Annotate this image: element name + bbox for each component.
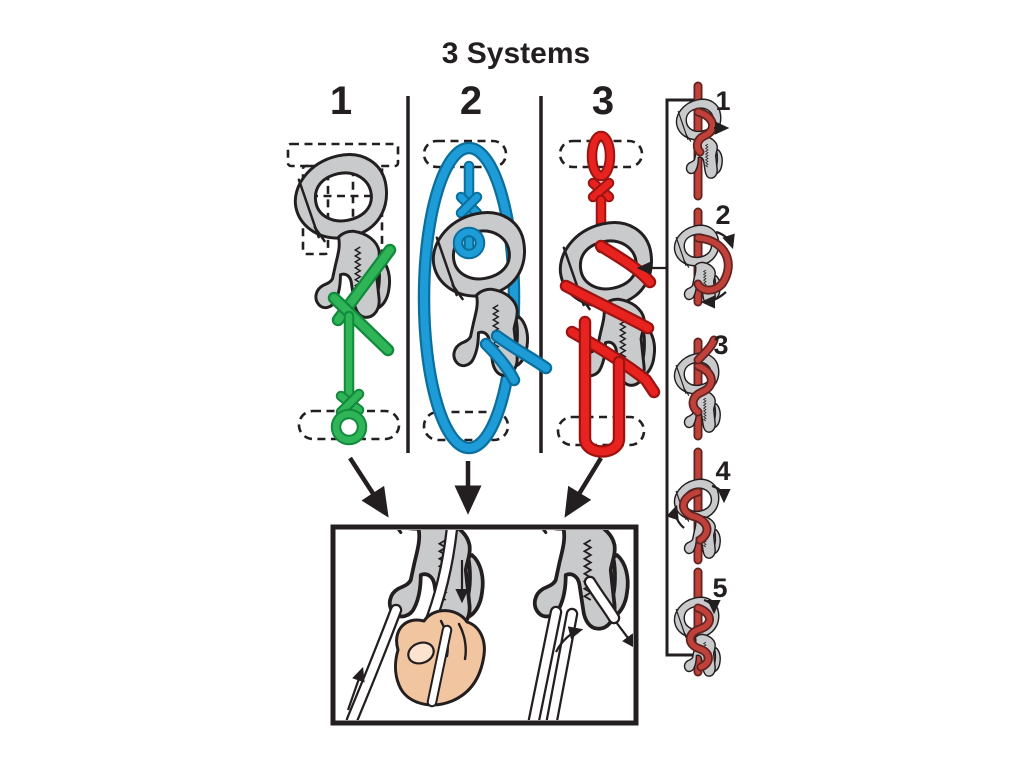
step-arrow [711,484,731,504]
system-3-arrow [564,456,603,518]
step-5-label: 5 [712,573,727,603]
detail-box [330,524,639,726]
white-rope [530,608,560,720]
green-rope [327,243,397,446]
red-rope-wraps [559,239,661,458]
top-bar-dashed [558,139,644,169]
step-1: 1 [675,81,731,201]
system-1-panel [286,142,401,446]
flip-up-arrow [555,626,584,653]
pull-closeup [345,530,486,720]
step-arrow [703,598,721,615]
step-2-label: 2 [715,200,730,230]
step-wrap [687,605,713,670]
step-4: 4 [666,447,731,565]
system-1-label: 1 [330,79,352,123]
white-rope-in-hand [428,626,451,706]
system-1-arrow [348,456,389,518]
side-steps-panel: 1 2 3 4 [636,81,735,677]
step-wrap [680,489,710,543]
figure9-device [293,153,392,319]
step-arrow [715,230,735,250]
system-2-label: 2 [460,79,482,123]
step-5: 5 [673,567,728,677]
step-wrap [694,109,716,155]
release-closeup [506,530,633,720]
step-1-label: 1 [715,86,730,116]
step-3: 3 [673,330,729,441]
step-wrap [695,235,731,293]
bottom-pole-dashed [422,410,510,442]
white-rope [348,606,400,720]
step-2: 2 [673,200,735,309]
step-tail [695,337,717,363]
white-rope-tail [586,578,618,622]
system-2-panel [417,139,553,455]
step-arrow [700,291,727,309]
system-3-label: 3 [592,79,614,123]
step-3-label: 3 [713,330,728,360]
steps-bracket [665,98,694,657]
step-wrap [690,363,714,415]
page-title: 3 Systems [442,37,590,70]
pull-up-arrow [346,666,365,711]
release-out-arrow [615,621,633,649]
system-3-panel [556,130,661,458]
bottom-pole-dashed [556,415,646,447]
step-arrow [666,504,685,529]
blue-rope-front [452,226,553,387]
detail-box-content [345,530,633,720]
thumb-nail [407,641,435,665]
step-4-label: 4 [715,456,730,486]
